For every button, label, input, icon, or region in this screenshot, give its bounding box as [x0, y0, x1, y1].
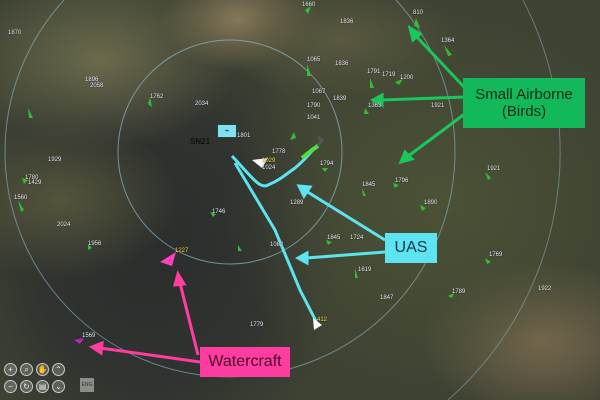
track-label[interactable]: 1200 [400, 75, 414, 81]
watercraft-label[interactable]: 1227 [175, 248, 189, 254]
track-label[interactable]: 1847 [380, 295, 394, 301]
track-label[interactable]: 1082 [270, 242, 284, 248]
track-label[interactable]: 1762 [150, 94, 164, 100]
eng-button[interactable]: ENG [80, 378, 94, 392]
track-label[interactable]: 1560 [14, 195, 28, 201]
watercraft-callout: Watercraft [200, 347, 290, 377]
track-label[interactable]: 1790 [307, 103, 321, 109]
uas-track-tail [300, 144, 320, 160]
uas-arrows [294, 184, 386, 266]
uas-callout: UAS [385, 233, 437, 263]
track-label[interactable]: 1896 [85, 77, 99, 83]
watercraft-marker [160, 252, 176, 266]
track-label[interactable]: 1845 [327, 235, 341, 241]
track-label[interactable]: 1719 [382, 72, 396, 78]
track-label[interactable]: 1024 [262, 165, 276, 171]
track-label[interactable]: 2024 [57, 222, 71, 228]
track-label[interactable]: 1660 [302, 2, 316, 8]
track-label[interactable]: 1789 [452, 289, 466, 295]
track-label[interactable]: 1956 [88, 241, 102, 247]
zoom-box-icon[interactable]: ⌕ [20, 363, 33, 376]
track-label[interactable]: 1769 [489, 252, 503, 258]
uas-label[interactable]: 412 [317, 317, 328, 323]
track-label[interactable]: 1780 [25, 175, 39, 181]
zoom-out-button[interactable]: − [4, 380, 17, 393]
track-label[interactable]: 1778 [272, 149, 286, 155]
track-label[interactable]: 1929 [48, 157, 62, 163]
track-label[interactable]: 1796 [395, 178, 409, 184]
track-label[interactable]: 2034 [195, 101, 209, 107]
tilt-down-icon[interactable]: ⌄ [52, 380, 65, 393]
track-label[interactable]: 1429 [28, 180, 42, 186]
radar-site-icon[interactable]: ⌁ [217, 124, 237, 138]
track-label[interactable]: 1836 [340, 19, 354, 25]
track-label[interactable]: 1845 [362, 182, 376, 188]
watercraft-arrows [88, 270, 201, 364]
birds-callout: Small Airborne (Birds) [463, 78, 585, 128]
bird-arrows [369, 24, 471, 165]
bird-track-markers [18, 6, 491, 298]
watercraft-marker-2 [74, 338, 84, 344]
uas-track-end [316, 135, 325, 147]
track-label[interactable]: 2058 [90, 83, 104, 89]
track-label[interactable]: 1870 [8, 30, 22, 36]
uas-marker [252, 158, 268, 168]
uas-label[interactable]: 1029 [262, 158, 276, 164]
track-label[interactable]: 1890 [424, 200, 438, 206]
track-label[interactable]: 1921 [487, 166, 501, 172]
track-label[interactable]: 1289 [290, 200, 304, 206]
uas-track-2 [233, 162, 320, 326]
zoom-in-button[interactable]: + [4, 363, 17, 376]
track-label[interactable]: 1746 [212, 209, 226, 215]
range-ring-inner [117, 39, 343, 265]
rotate-icon[interactable]: ↻ [20, 380, 33, 393]
track-label[interactable]: 1363 [368, 103, 382, 109]
uas-marker-2 [313, 318, 322, 330]
range-ring-outer [447, 0, 561, 400]
track-label[interactable]: 1836 [335, 61, 349, 67]
tilt-up-icon[interactable]: ⌃ [52, 363, 65, 376]
track-label[interactable]: 810 [413, 10, 424, 16]
watercraft-label[interactable]: 1569 [82, 333, 96, 339]
pan-icon[interactable]: ✋ [36, 363, 49, 376]
range-ring-middle [4, 0, 456, 378]
layers-icon[interactable]: ▤ [36, 380, 49, 393]
radar-site-label: SN21 [190, 137, 211, 146]
track-label[interactable]: 1839 [333, 96, 347, 102]
track-label[interactable]: 1619 [358, 267, 372, 273]
track-label[interactable]: 1779 [250, 322, 264, 328]
track-label[interactable]: 1791 [367, 69, 381, 75]
track-label[interactable]: 1801 [237, 133, 251, 139]
track-label[interactable]: 1922 [538, 286, 552, 292]
track-label[interactable]: 1067 [312, 89, 326, 95]
track-label[interactable]: 1041 [307, 115, 321, 121]
track-label[interactable]: 1065 [307, 57, 321, 63]
track-label[interactable]: 1921 [431, 103, 445, 109]
track-label[interactable]: 1724 [350, 235, 364, 241]
track-label[interactable]: 1364 [441, 38, 455, 44]
track-label[interactable]: 1794 [320, 161, 334, 167]
